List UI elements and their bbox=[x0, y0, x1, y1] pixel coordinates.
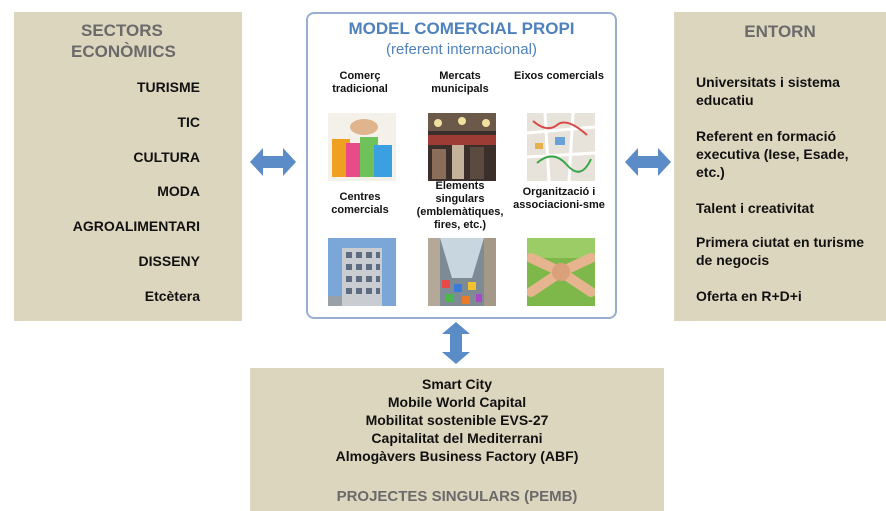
model-subtitle: (referent internacional) bbox=[386, 41, 537, 58]
entorn-item: Primera ciutat en turisme de negocis bbox=[696, 234, 865, 268]
cell-label: Centres comercials bbox=[331, 191, 389, 216]
sector-item: MODA bbox=[157, 183, 200, 199]
sector-item: TIC bbox=[177, 114, 200, 130]
project-item: Mobile World Capital bbox=[387, 394, 527, 410]
street-fair-icon bbox=[428, 238, 496, 306]
map-icon bbox=[527, 113, 595, 181]
joined-hands-icon bbox=[527, 238, 595, 306]
building-icon bbox=[328, 238, 396, 306]
projects-title: PROJECTES SINGULARS (PEMB) bbox=[336, 488, 578, 505]
entorn-item: Universitats i sistema educatiu bbox=[696, 74, 840, 108]
sectors-panel: SECTORS ECONÒMICS TURISME TIC CULTURA MO… bbox=[14, 12, 242, 321]
entorn-panel: ENTORN Universitats i sistema educatiu R… bbox=[674, 12, 886, 321]
sector-item: AGROALIMENTARI bbox=[72, 218, 200, 234]
entorn-item: Referent en formació executiva (Iese, Es… bbox=[696, 128, 849, 180]
sector-item: DISSENY bbox=[138, 253, 200, 269]
double-arrow-vertical-icon bbox=[442, 322, 470, 364]
project-item: Almogàvers Business Factory (ABF) bbox=[335, 448, 579, 464]
model-title: MODEL COMERCIAL PROPI bbox=[348, 19, 575, 38]
sector-item: TURISME bbox=[137, 79, 200, 95]
project-item: Smart City bbox=[421, 376, 493, 392]
cell-label: Elements singulars (emblemàtiques, fires… bbox=[416, 180, 504, 231]
projects-panel: Smart City Mobile World Capital Mobilita… bbox=[250, 368, 664, 511]
market-icon bbox=[428, 113, 496, 181]
entorn-title: ENTORN bbox=[744, 22, 816, 41]
sectors-title: SECTORS ECONÒMICS bbox=[71, 21, 176, 61]
shopping-bags-icon bbox=[328, 113, 396, 181]
project-item: Mobilitat sostenible EVS-27 bbox=[365, 412, 549, 428]
cell-label: Comerç tradicional bbox=[332, 70, 388, 95]
sector-item: Etcètera bbox=[144, 288, 200, 304]
cell-label: Eixos comercials bbox=[514, 70, 604, 82]
sector-item: CULTURA bbox=[133, 149, 200, 165]
project-item: Capitalitat del Mediterrani bbox=[371, 430, 543, 446]
cell-label: Mercats municipals bbox=[431, 70, 489, 95]
entorn-item: Oferta en R+D+i bbox=[696, 288, 802, 304]
double-arrow-horizontal-icon bbox=[250, 148, 296, 176]
model-box: MODEL COMERCIAL PROPI (referent internac… bbox=[306, 12, 617, 319]
double-arrow-horizontal-icon bbox=[625, 148, 671, 176]
cell-label: Organització i associacioni-sme bbox=[513, 186, 605, 211]
entorn-item: Talent i creativitat bbox=[696, 200, 815, 216]
